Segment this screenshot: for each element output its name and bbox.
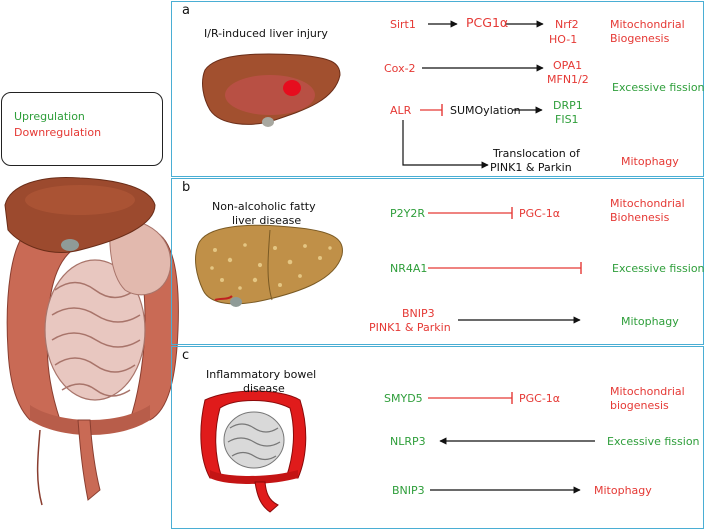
panel-a bbox=[171, 1, 704, 177]
panel-c-title-2: disease bbox=[243, 382, 285, 395]
label-bnip3-b: BNIP3 bbox=[402, 307, 435, 320]
panel-b-title-1: Non-alcoholic fatty bbox=[212, 200, 316, 213]
panel-c-letter: c bbox=[182, 348, 190, 363]
panel-a-title: I/R-induced liver injury bbox=[204, 27, 328, 40]
label-ho1: HO-1 bbox=[549, 33, 578, 46]
label-opa1: OPA1 bbox=[553, 59, 583, 72]
label-translocation-1: Translocation of bbox=[493, 147, 580, 160]
inflamed-colon-illustration bbox=[200, 390, 307, 513]
arrow-alr-translocation bbox=[402, 120, 489, 169]
label-fis1: FIS1 bbox=[555, 113, 579, 126]
panel-b-letter: b bbox=[182, 180, 191, 195]
label-excessive-fission-c: Excessive fission bbox=[607, 435, 700, 448]
liver-injury-illustration bbox=[202, 53, 341, 127]
label-smyd5: SMYD5 bbox=[384, 392, 423, 405]
legend-box: Upregulation Downregulation bbox=[1, 92, 163, 166]
label-mitophagy-c: Mitophagy bbox=[594, 484, 652, 497]
label-nrf2: Nrf2 bbox=[555, 18, 579, 31]
label-cox2: Cox-2 bbox=[384, 62, 416, 75]
fatty-liver-illustration bbox=[195, 224, 343, 307]
label-mito-biogenesis-b-2: Biohenesis bbox=[610, 211, 670, 224]
label-mito-biogenesis-a-2: Biogenesis bbox=[610, 32, 670, 45]
label-mito-biogenesis-c-1: Mitochondrial bbox=[610, 385, 685, 398]
label-pcg1a: PCG1α bbox=[466, 15, 509, 30]
label-mito-biogenesis-a-1: Mitochondrial bbox=[610, 18, 685, 31]
label-bnip3-c: BNIP3 bbox=[392, 484, 425, 497]
panel-b-title-2: liver disease bbox=[232, 214, 302, 227]
label-sirt1: Sirt1 bbox=[390, 18, 416, 31]
panel-b bbox=[171, 178, 704, 345]
legend-downregulation: Downregulation bbox=[14, 126, 102, 139]
label-nlrp3: NLRP3 bbox=[390, 435, 426, 448]
legend-upregulation: Upregulation bbox=[14, 110, 85, 123]
label-excessive-fission-a: Excessive fission bbox=[612, 81, 705, 94]
label-pgc1a-c: PGC-1α bbox=[519, 392, 561, 405]
label-excessive-fission-b: Excessive fission bbox=[612, 262, 705, 275]
label-mito-biogenesis-b-1: Mitochondrial bbox=[610, 197, 685, 210]
label-alr: ALR bbox=[390, 104, 412, 117]
panel-c-title-1: Inflammatory bowel bbox=[206, 368, 317, 381]
label-pgc1a-b: PGC-1α bbox=[519, 207, 561, 220]
label-drp1: DRP1 bbox=[553, 99, 583, 112]
label-mito-biogenesis-c-2: biogenesis bbox=[610, 399, 669, 412]
label-pink1-parkin-b: PINK1 & Parkin bbox=[369, 321, 451, 334]
panel-a-letter: a bbox=[182, 3, 190, 18]
label-mfn: MFN1/2 bbox=[547, 73, 589, 86]
label-sumoylation: SUMOylation bbox=[450, 104, 521, 117]
label-translocation-2: PINK1 & Parkin bbox=[490, 161, 572, 174]
label-nr4a1: NR4A1 bbox=[390, 262, 428, 275]
panel-c bbox=[171, 346, 704, 529]
label-mitophagy-a: Mitophagy bbox=[621, 155, 679, 168]
liver-gut-anatomy-illustration bbox=[4, 176, 179, 506]
label-p2y2r: P2Y2R bbox=[390, 207, 425, 220]
label-mitophagy-b: Mitophagy bbox=[621, 315, 679, 328]
